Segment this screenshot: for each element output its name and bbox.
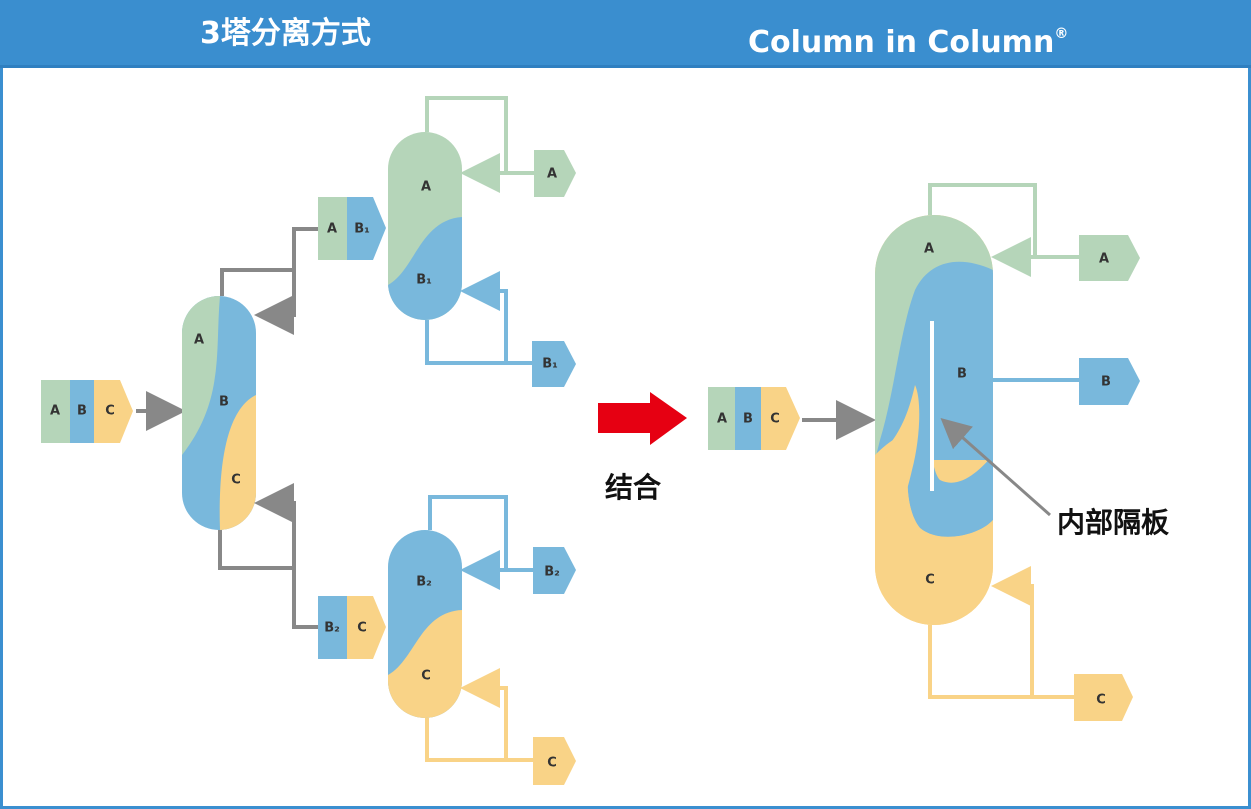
column-2-bottoms-line (425, 320, 534, 365)
column-3-bottoms-line (425, 718, 534, 762)
column-1-overhead-line (220, 227, 318, 296)
combine-label: 结合 (605, 471, 662, 504)
feed-segment-a (41, 380, 70, 443)
feed-label-c: C (105, 404, 115, 419)
column-1 (182, 296, 256, 530)
feed-label-a: A (50, 404, 60, 419)
column-3 (388, 530, 462, 718)
feed-segment-c (94, 380, 133, 443)
dwc-output-b: B (1079, 358, 1140, 405)
column-1-reboil-arrow (254, 483, 296, 568)
column-2-overhead-line (425, 96, 508, 173)
feed-label-b: B (77, 404, 87, 419)
header-bar: 3塔分离方式 Column in Column® (0, 0, 1251, 68)
output-c-label: C (547, 756, 557, 771)
stream-bottom-label-b2: B₂ (324, 621, 340, 636)
output-b2-label: B₂ (544, 565, 560, 580)
right-title-text: Column in Column (748, 25, 1055, 60)
feed-segment-b (70, 380, 94, 443)
dwc-output-b-label: B (1101, 375, 1111, 390)
dwc-output-a: A (1079, 235, 1140, 281)
right-feed-label-a: A (717, 412, 727, 427)
registered-mark: ® (1054, 26, 1069, 42)
column-2-label-b1: B₁ (416, 273, 432, 288)
column-1-label-a: A (194, 333, 204, 348)
column-1-label-c: C (231, 473, 241, 488)
right-title: Column in Column® (748, 14, 1068, 63)
combine-arrow-icon (598, 392, 687, 445)
feed-tag-right: A B C (708, 387, 800, 450)
stream-tag-bottom: B₂ C (318, 596, 386, 659)
output-tag-c-left: C (533, 737, 576, 785)
column-3-reboil-arrow (460, 668, 508, 760)
output-tag-a-left: A (534, 150, 576, 197)
partition-label: 内部隔板 (1057, 506, 1169, 539)
output-b1-label: B₁ (542, 357, 558, 372)
dwc-reboil-arrow (991, 566, 1034, 697)
output-tag-b2: B₂ (533, 547, 576, 594)
right-feed-label-b: B (743, 412, 753, 427)
dwc-overhead-line (928, 183, 1037, 257)
dwc-label-b: B (957, 367, 967, 382)
partition-pointer-arrow (940, 418, 1051, 517)
left-title: 3塔分离方式 (200, 16, 371, 51)
dividing-wall-column (875, 215, 993, 625)
right-feed-label-c: C (770, 412, 780, 427)
dwc-output-c-label: C (1096, 693, 1106, 708)
dwc-output-a-label: A (1099, 252, 1109, 267)
stream-top-label-b1: B₁ (354, 222, 370, 237)
stream-top-label-a: A (327, 222, 337, 237)
column-2-reboil-arrow (460, 271, 508, 363)
column-1-label-b: B (219, 395, 229, 410)
internal-partition (930, 321, 934, 491)
output-a-label: A (547, 167, 557, 182)
column-2 (388, 132, 462, 320)
column-3-overhead-line (428, 495, 508, 570)
column-2-label-a: A (421, 180, 431, 195)
column-3-label-b2: B₂ (416, 575, 432, 590)
column-1-reflux-arrow (254, 270, 296, 335)
column-1-bottoms-line (218, 530, 318, 629)
feed-tag-left: A B C (41, 380, 133, 443)
dwc-bottoms-line (928, 625, 1076, 699)
stream-tag-top: A B₁ (318, 197, 386, 260)
column-3-label-c: C (421, 669, 431, 684)
dwc-label-c: C (925, 573, 935, 588)
output-tag-b1: B₁ (532, 341, 576, 387)
dwc-output-c: C (1074, 674, 1133, 721)
dwc-label-a: A (924, 242, 934, 257)
stream-bottom-label-c: C (357, 621, 367, 636)
